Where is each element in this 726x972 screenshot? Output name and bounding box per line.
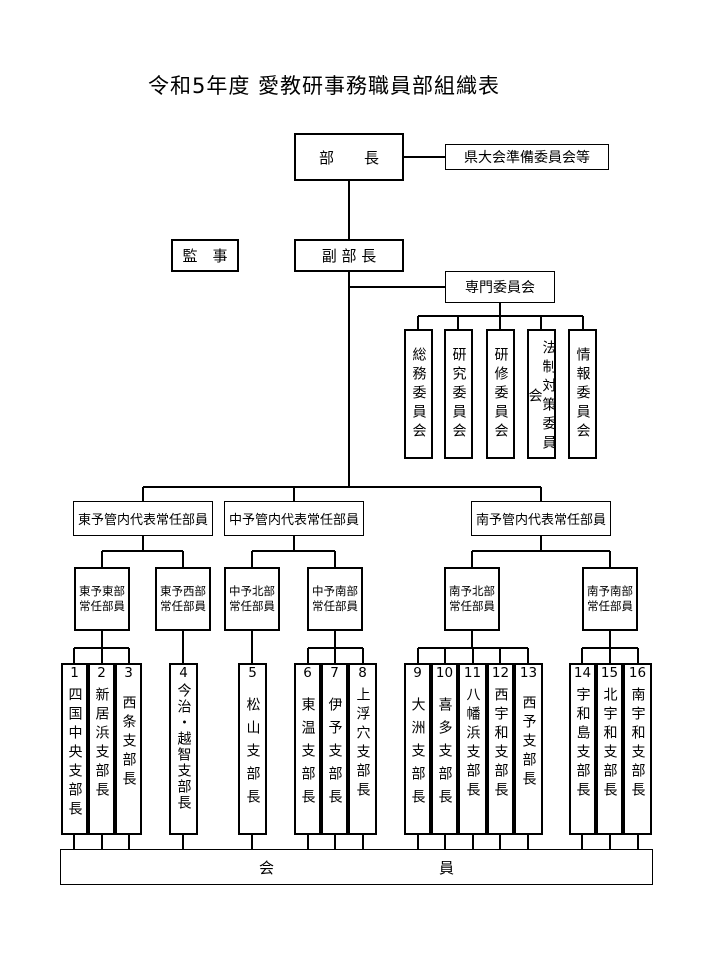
committee-name: 総務委員会 — [410, 347, 427, 442]
branch-name: 西予支部長 — [520, 695, 537, 790]
branch-number: 11 — [463, 665, 482, 681]
head-label: 部 長 — [318, 148, 379, 167]
committee-name: 研修委員会 — [492, 347, 509, 442]
branch-3: 3 西条支部長 — [115, 663, 142, 835]
branch-9: 9 大洲支部長 — [404, 663, 431, 835]
subregion-label: 東予東部常任部員 — [79, 584, 125, 613]
branch-name: 伊予支部長 — [326, 697, 343, 812]
branch-number: 3 — [124, 665, 133, 681]
branch-name: 西条支部長 — [120, 695, 137, 790]
branch-16: 16 南宇和支部長 — [623, 663, 652, 835]
branch-13: 13 西予支部長 — [514, 663, 543, 835]
subregion-toyo-west: 東予西部常任部員 — [155, 567, 211, 631]
subregion-toyo-east: 東予東部常任部員 — [74, 567, 130, 631]
branch-number: 8 — [358, 665, 367, 681]
subregion-label: 南予北部常任部員 — [449, 584, 495, 613]
committee-name: 研究委員会 — [450, 347, 467, 442]
members-label: 会 員 — [258, 858, 454, 877]
region-chuyo: 中予管内代表常任部員 — [224, 501, 364, 536]
branch-number: 4 — [179, 665, 188, 681]
deputy-box: 副 部 長 — [294, 239, 404, 272]
subregion-label: 南予南部常任部員 — [587, 584, 633, 613]
branch-name: 八幡浜支部長 — [464, 687, 481, 801]
region-toyo: 東予管内代表常任部員 — [73, 501, 213, 536]
branch-number: 5 — [248, 665, 257, 681]
branch-name: 南宇和支部長 — [629, 687, 646, 801]
branch-8: 8 上浮穴支部長 — [348, 663, 377, 835]
region-nanyo: 南予管内代表常任部員 — [471, 501, 611, 536]
branch-14: 14 宇和島支部長 — [569, 663, 596, 835]
branch-11: 11 八幡浜支部長 — [458, 663, 487, 835]
prep-committee-label: 県大会準備委員会等 — [464, 150, 590, 166]
region-label: 中予管内代表常任部員 — [228, 513, 359, 528]
subregion-label: 東予西部常任部員 — [160, 584, 206, 613]
branch-number: 15 — [600, 665, 619, 681]
branch-number: 2 — [97, 665, 106, 681]
committee-name: 情報委員会 — [574, 347, 591, 442]
subregion-nanyo-south: 南予南部常任部員 — [582, 567, 638, 631]
branch-number: 12 — [491, 665, 510, 681]
committee-info: 情報委員会 — [568, 329, 597, 459]
committee-box: 専門委員会 — [445, 271, 555, 303]
committee-label: 専門委員会 — [465, 280, 535, 296]
branch-name: 北宇和支部長 — [601, 687, 618, 801]
branch-5: 5 松山支部長 — [238, 663, 267, 835]
auditor-box: 監 事 — [171, 239, 239, 272]
branch-name: 大洲支部長 — [409, 697, 426, 812]
committee-legal: 法制対策委員会 — [526, 329, 557, 459]
branch-name: 今治・越智支部長 — [175, 683, 192, 811]
branch-name: 喜多支部長 — [436, 697, 453, 812]
branch-10: 10 喜多支部長 — [431, 663, 458, 835]
branch-number: 1 — [70, 665, 79, 681]
committee-name: 法制対策委員会 — [526, 340, 557, 454]
branch-2: 2 新居浜支部長 — [88, 663, 115, 835]
branch-name: 上浮穴支部長 — [354, 687, 371, 801]
committee-general: 総務委員会 — [404, 329, 433, 459]
branch-number: 16 — [628, 665, 647, 681]
branch-name: 西宇和支部長 — [492, 687, 509, 801]
branch-number: 10 — [435, 665, 454, 681]
members-box: 会 員 — [60, 849, 653, 885]
branch-4: 4 今治・越智支部長 — [169, 663, 198, 835]
region-label: 南予管内代表常任部員 — [475, 513, 606, 528]
branch-name: 新居浜支部長 — [93, 687, 110, 801]
subregion-nanyo-north: 南予北部常任部員 — [444, 567, 500, 631]
region-label: 東予管内代表常任部員 — [77, 513, 208, 528]
subregion-label: 中予北部常任部員 — [229, 584, 275, 613]
branch-number: 6 — [303, 665, 312, 681]
branch-7: 7 伊予支部長 — [321, 663, 348, 835]
branch-name: 宇和島支部長 — [574, 687, 591, 801]
branch-name: 四国中央支部長 — [66, 687, 83, 820]
committee-research: 研究委員会 — [444, 329, 473, 459]
head-box: 部 長 — [294, 133, 404, 181]
branch-15: 15 北宇和支部長 — [596, 663, 623, 835]
subregion-label: 中予南部常任部員 — [312, 584, 358, 613]
branch-name: 東温支部長 — [299, 697, 316, 812]
subregion-chuyo-south: 中予南部常任部員 — [307, 567, 363, 631]
auditor-label: 監 事 — [182, 247, 228, 265]
branch-name: 松山支部長 — [244, 697, 261, 812]
page-title: 令和5年度 愛教研事務職員部組織表 — [148, 74, 501, 98]
subregion-chuyo-north: 中予北部常任部員 — [224, 567, 280, 631]
branch-12: 12 西宇和支部長 — [487, 663, 514, 835]
deputy-label: 副 部 長 — [321, 247, 377, 265]
branch-1: 1 四国中央支部長 — [61, 663, 88, 835]
branch-number: 9 — [413, 665, 422, 681]
branch-number: 7 — [330, 665, 339, 681]
committee-training: 研修委員会 — [486, 329, 515, 459]
prep-committee-box: 県大会準備委員会等 — [445, 144, 609, 170]
branch-6: 6 東温支部長 — [294, 663, 321, 835]
branch-number: 14 — [573, 665, 592, 681]
branch-number: 13 — [519, 665, 538, 681]
